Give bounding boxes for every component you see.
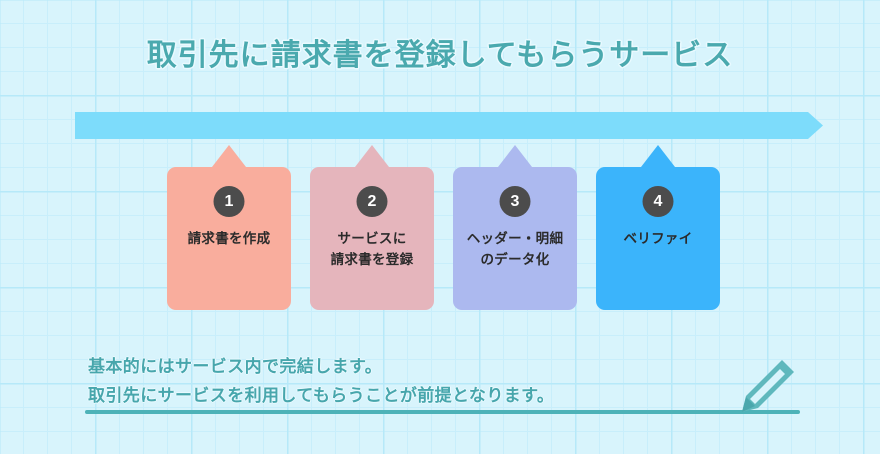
step-card-2[interactable]: 2 サービスに 請求書を登録 xyxy=(310,145,434,310)
footer-note-line-1: 基本的にはサービス内で完結します。 xyxy=(88,357,383,376)
step-number-badge-4: 4 xyxy=(642,186,674,217)
step-pointer-icon-2 xyxy=(355,145,389,167)
process-flow-arrow xyxy=(75,112,823,139)
step-number-badge-1: 1 xyxy=(213,186,245,217)
footer-note: 基本的にはサービス内で完結します。 取引先にサービスを利用してもらうことが前提と… xyxy=(88,352,554,410)
step-label-2: サービスに 請求書を登録 xyxy=(310,229,434,271)
step-label-4: ベリファイ xyxy=(596,229,720,250)
step-label-line: 請求書を登録 xyxy=(330,251,414,267)
step-number-badge-3: 3 xyxy=(499,186,531,217)
step-number-badge-2: 2 xyxy=(356,186,388,217)
page-title: 取引先に請求書を登録してもらうサービス xyxy=(146,39,734,72)
step-label-line: ベリファイ xyxy=(623,231,693,246)
step-label-line: ヘッダー・明細 xyxy=(466,231,564,246)
footer-divider xyxy=(85,410,800,414)
step-pointer-icon-3 xyxy=(498,145,532,167)
step-label-line: サービスに xyxy=(337,231,407,246)
footer-note-line-2: 取引先にサービスを利用してもらうことが前提となります。 xyxy=(88,386,555,406)
step-label-line: のデータ化 xyxy=(480,251,550,267)
step-card-4[interactable]: 4 ベリファイ xyxy=(596,145,720,310)
step-pointer-icon-1 xyxy=(212,145,246,167)
step-label-line: 請求書を作成 xyxy=(187,231,271,246)
step-card-3[interactable]: 3 ヘッダー・明細 のデータ化 xyxy=(453,145,577,310)
step-card-1[interactable]: 1 請求書を作成 xyxy=(167,145,291,310)
pencil-icon xyxy=(722,355,800,415)
step-label-3: ヘッダー・明細 のデータ化 xyxy=(453,229,577,271)
step-label-1: 請求書を作成 xyxy=(167,229,291,250)
step-pointer-icon-4 xyxy=(641,145,675,167)
